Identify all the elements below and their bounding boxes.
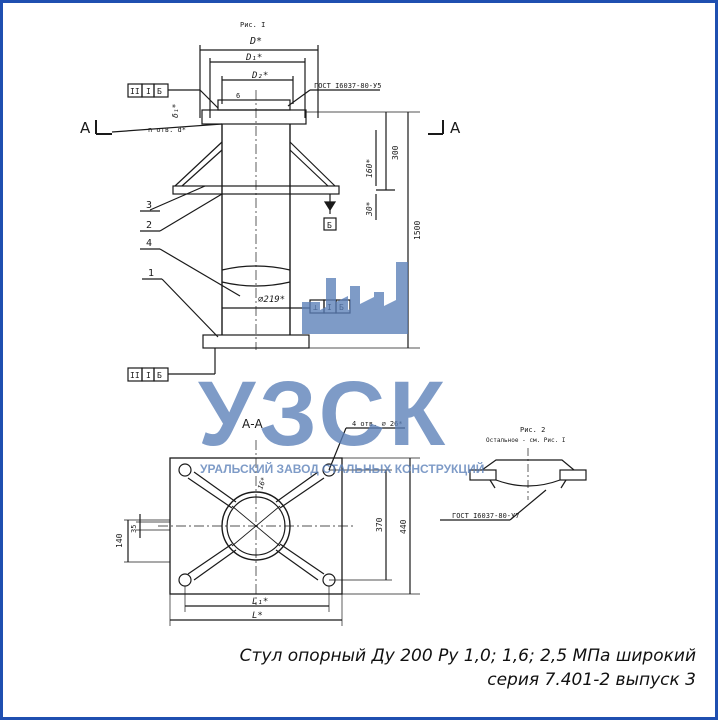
callout-2: 2 [146,220,152,231]
dim-300-label: 300 [391,145,400,160]
tol-bot-1: II [130,371,140,380]
tol-bot-2: I [146,371,151,380]
tol-top-3: Б [157,87,162,96]
section-marker-right: A [450,119,461,137]
datum-b-label: Б [327,221,332,230]
pipe-dia-label: ⌀219* [258,295,285,305]
watermark-subtitle: УРАЛЬСКИЙ ЗАВОД СТАЛЬНЫХ КОНСТРУКЦИЙ [200,461,484,476]
callout-4: 4 [146,238,152,249]
holes-label: n отв. d* [148,126,186,134]
gost-top-label: ГОСТ I6037-80-У5 [314,82,381,90]
section-title: А-А [242,417,264,431]
dim-16-label: 16* [256,476,268,491]
fig2-note: Остальное - см. Рис. I [486,437,566,444]
tol-top-2: I [146,87,151,96]
dim-440-label: 440 [399,519,408,534]
tol-bot-3: Б [157,371,162,380]
tol-top-1: II [130,87,140,96]
dim-d-label: D* [249,36,262,47]
dim-160-label: 160* [365,159,374,178]
callout-3: 3 [146,200,152,211]
watermark-text: УЗСК [198,363,449,465]
dim-l-label: L* [252,611,263,621]
dim-140-label: 140 [115,533,124,548]
gost-fig2-label: ГОСТ I6037-80-У7 [452,512,519,520]
watermark-logo: УЗСК УРАЛЬСКИЙ ЗАВОД СТАЛЬНЫХ КОНСТРУКЦИ… [198,262,484,476]
dim-6-label: 6 [236,92,240,100]
dim-delta-label: δ₁* [171,103,180,118]
section-marker-left: A [80,119,91,137]
dim-l1-label: L₁* [252,597,268,607]
caption-title: Стул опорный Ду 200 Ру 1,0; 1,6; 2,5 МПа… [239,646,696,666]
dim-d1-label: D₁* [245,53,262,63]
holes-4-label: 4 отв. ⌀ 26* [352,420,403,428]
dim-d2-label: D₂* [251,71,268,81]
dim-1500-label: 1500 [413,221,422,240]
fig2-title: Рис. 2 [520,426,545,434]
callout-1: 1 [148,268,154,279]
fig1-title: Рис. I [240,21,265,29]
caption-series: серия 7.401-2 выпуск 3 [487,670,696,690]
dim-30-label: 30* [365,201,374,217]
dim-35-label: 35 [130,525,138,533]
dim-370-label: 370 [375,517,384,532]
factory-icon [302,262,408,334]
